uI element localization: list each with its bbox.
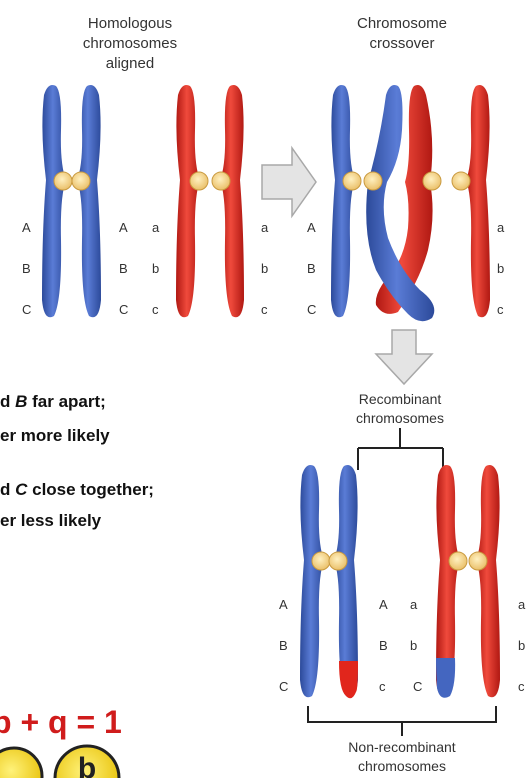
locus-label: b [261, 261, 268, 276]
notes: d B far apart; er more likely d C close … [0, 392, 154, 530]
locus-label: A [119, 220, 128, 235]
centromere [343, 172, 361, 190]
locus-label: A [22, 220, 31, 235]
caption-line: Chromosome [357, 15, 447, 32]
down-arrow-icon [376, 330, 432, 384]
locus-label: A [379, 597, 388, 612]
ball-letter: b [78, 752, 96, 778]
red-chromosome-result [436, 465, 500, 698]
locus-label: B [379, 638, 388, 653]
centromere [364, 172, 382, 190]
right-arrow-icon [262, 148, 316, 216]
chromatid [42, 85, 66, 317]
locus-label: c [152, 302, 159, 317]
centromere [449, 552, 467, 570]
locus-label: A [279, 597, 288, 612]
centromere [312, 552, 330, 570]
centromere [452, 172, 470, 190]
centromere [72, 172, 90, 190]
locus-label: b [410, 638, 417, 653]
blue-chromosome-aligned [42, 85, 101, 317]
locus-label: C [119, 302, 128, 317]
blue-chromosome-result [300, 465, 358, 698]
locus-label: C [413, 679, 422, 694]
locus-label: B [22, 261, 31, 276]
locus-label: a [261, 220, 269, 235]
crossover-chromosomes [331, 85, 490, 321]
locus-label: a [518, 597, 526, 612]
chromatid [476, 465, 500, 697]
locus-label: b [518, 638, 525, 653]
centromere [212, 172, 230, 190]
caption-line: crossover [369, 35, 434, 52]
locus-label: B [279, 638, 288, 653]
red-chromosome-aligned [176, 85, 244, 317]
centromere [469, 552, 487, 570]
chromatid [331, 85, 355, 317]
caption-line: Non-recombinant [348, 739, 455, 755]
caption-line: chromosomes [356, 410, 444, 426]
caption-recombinant: Recombinant chromosomes [356, 391, 444, 426]
note-line: er more likely [0, 426, 110, 445]
locus-label: c [261, 302, 268, 317]
caption-line: aligned [106, 55, 154, 72]
nonrecombinant-bracket [308, 706, 496, 736]
locus-label: a [152, 220, 160, 235]
hardy-weinberg-equation: p + q = 1 [0, 704, 122, 740]
locus-label: C [307, 302, 316, 317]
locus-label: c [518, 679, 525, 694]
chromatid [220, 85, 244, 317]
locus-label: B [119, 261, 128, 276]
caption-homologous-aligned: Homologous chromosomes aligned [83, 15, 177, 72]
chromatid [300, 465, 324, 697]
caption-line: chromosomes [358, 758, 446, 774]
caption-line: Homologous [88, 15, 172, 32]
caption-chromosome-crossover: Chromosome crossover [357, 15, 447, 52]
blue-segment [436, 658, 455, 698]
caption-line: chromosomes [83, 35, 177, 52]
locus-label: b [152, 261, 159, 276]
note-line: d C close together; [0, 480, 154, 499]
note-line: er less likely [0, 511, 102, 530]
centromere [329, 552, 347, 570]
centromere [190, 172, 208, 190]
caption-nonrecombinant: Non-recombinant chromosomes [348, 739, 455, 774]
locus-label: B [307, 261, 316, 276]
yellow-ball-icon [0, 748, 42, 778]
locus-label: c [379, 679, 386, 694]
recombinant-bracket [358, 428, 443, 470]
chromatid [466, 85, 490, 317]
locus-label: A [307, 220, 316, 235]
locus-label: c [497, 302, 504, 317]
locus-label: a [410, 597, 418, 612]
chromatid [176, 85, 200, 317]
centromere [54, 172, 72, 190]
locus-label: C [279, 679, 288, 694]
locus-label: b [497, 261, 504, 276]
note-line: d B far apart; [0, 392, 106, 411]
chromatid [77, 85, 101, 317]
centromere [423, 172, 441, 190]
caption-line: Recombinant [359, 391, 442, 407]
red-segment [339, 661, 358, 698]
locus-label: a [497, 220, 505, 235]
locus-label: C [22, 302, 31, 317]
